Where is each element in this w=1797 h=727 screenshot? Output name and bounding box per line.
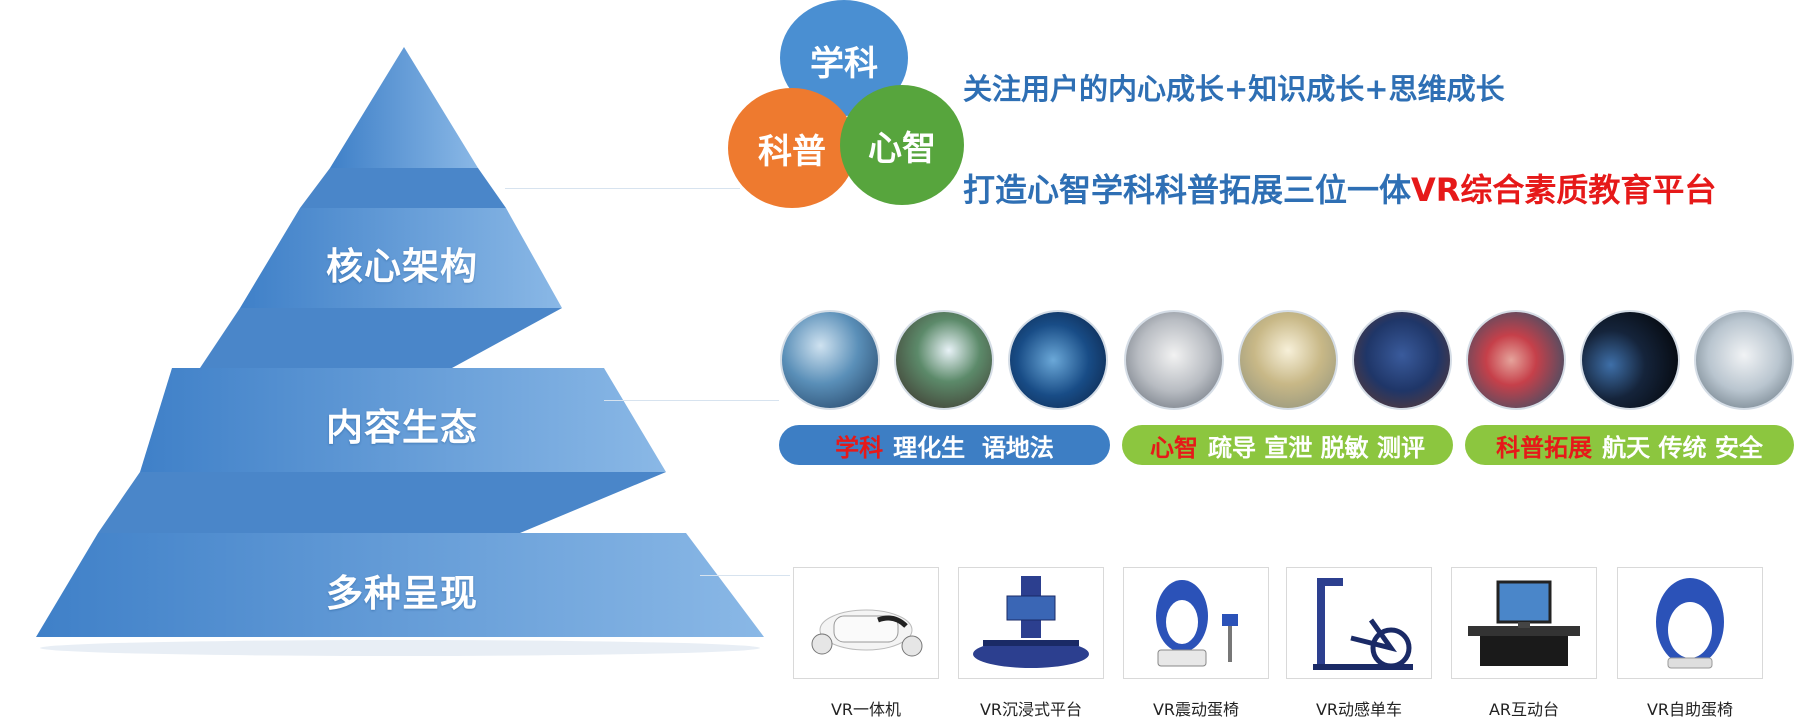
category-science: 科普拓展 航天 传统 安全 [1465,425,1794,465]
venn-label-subject: 学科 [810,43,878,84]
device-label-vibration-egg-chair: VR震动蛋椅 [1152,700,1240,719]
tier-label-core: 核心架构 [326,245,478,288]
category-mind: 心智 疏导 宣泄 脱敏 测评 [1122,425,1453,465]
tagline-platform: 打造心智学科科普拓展三位一体VR综合素质教育平台 [963,165,1716,211]
egg-chair-icon [1156,580,1238,667]
device-label-self-service-egg-chair: VR自助蛋椅 [1646,700,1734,719]
pyramid-tier-2 [140,368,666,472]
tagline-platform-highlight: VR综合素质教育平台 [1411,171,1717,209]
tagline-focus-text: 关注用户的内心成长+知识成长+思维成长 [963,72,1505,106]
thumbnail-subject-1 [780,310,880,410]
connector-line [505,188,740,189]
pyramid-band-2 [200,308,562,368]
pyramid-diagram [36,47,764,656]
venn-label-science: 科普 [758,131,826,172]
category-subject-items: 理化生 语地法 [893,433,1054,462]
tagline-platform-prefix: 打造心智学科科普拓展三位一体 [963,171,1412,209]
category-mind-key: 心智 [1149,433,1198,462]
thumbnail-science-2 [1580,310,1680,410]
device-label-ar-table: AR互动台 [1488,700,1560,719]
venn-circle-mind: 心智 [840,85,964,205]
pyramid-tier-1 [240,208,562,308]
device-card-immersive-platform [958,567,1104,679]
thumbnail-science-3 [1694,310,1794,410]
venn-diagram: 学科 科普 心智 [728,0,966,210]
device-card-vr-headset [793,567,939,679]
venn-circle-science: 科普 [728,88,856,208]
thumbnail-science-1 [1466,310,1566,410]
device-card-motion-bike [1286,567,1432,679]
connector-line [604,400,779,401]
category-subject: 学科 理化生 语地法 [779,425,1110,465]
device-label-vr-headset: VR一体机 [830,700,902,719]
immersive-platform-icon [973,576,1089,668]
self-service-egg-chair-icon [1656,578,1724,669]
ar-table-icon [1468,580,1580,666]
category-subject-key: 学科 [835,433,884,462]
thumbnail-subject-3 [1008,310,1108,410]
device-card-self-service-egg-chair [1617,567,1763,679]
vr-headset-icon [811,609,923,657]
thumbnail-subject-2 [894,310,994,410]
category-mind-items: 疏导 宣泄 脱敏 测评 [1207,433,1426,462]
pyramid-band-3 [98,472,666,533]
tagline-focus: 关注用户的内心成长+知识成长+思维成长 [963,66,1505,108]
category-science-key: 科普拓展 [1496,433,1593,462]
pyramid-band-1 [300,168,506,208]
category-science-items: 航天 传统 安全 [1602,433,1763,462]
tier-label-presentation: 多种呈现 [326,572,478,615]
connector-line [700,575,790,576]
device-card-vibration-egg-chair [1123,567,1269,679]
thumbnail-mind-1 [1124,310,1224,410]
thumbnail-mind-3 [1352,310,1452,410]
device-card-ar-table [1451,567,1597,679]
pyramid-tier-3 [36,533,764,637]
device-label-immersive-platform: VR沉浸式平台 [979,700,1083,719]
motion-bike-icon [1313,578,1413,670]
pyramid-apex [330,47,478,168]
venn-label-mind: 心智 [868,128,936,169]
tier-label-content: 内容生态 [326,406,478,449]
device-label-motion-bike: VR动感单车 [1315,700,1403,719]
thumbnail-mind-2 [1238,310,1338,410]
